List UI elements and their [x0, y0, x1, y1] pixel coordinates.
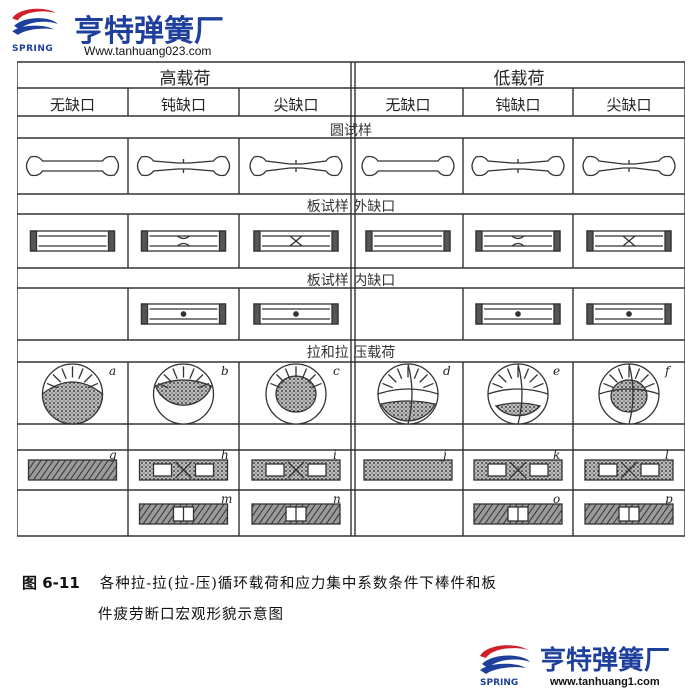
fracture-surface — [265, 363, 327, 425]
round-specimen — [25, 155, 120, 177]
fracture-surface — [598, 363, 660, 425]
round-specimen — [582, 155, 676, 177]
notch-type: 钝缺口 — [495, 96, 541, 114]
plate-specimen-inner — [253, 303, 339, 325]
panel-letter: j — [443, 448, 447, 462]
figure-caption: 图 6-11 各种拉-拉(拉-压)循环载荷和应力集中系数条件下棒件和板 件疲劳断… — [22, 572, 692, 624]
notch-type: 钝缺口 — [160, 96, 206, 114]
panel-letter: e — [553, 364, 561, 378]
panel-letter: i — [333, 448, 337, 462]
fracture-surface — [487, 363, 549, 425]
panel-letter: l — [665, 448, 669, 462]
fracture-section — [138, 503, 229, 525]
spring-logo-icon — [12, 8, 58, 35]
panel-letter: c — [333, 364, 340, 378]
panel-letter: k — [553, 448, 561, 462]
plate-specimen-outer — [475, 230, 561, 252]
panel-letter: n — [333, 492, 341, 506]
fracture-surface — [41, 363, 104, 425]
plate-specimen-outer — [586, 230, 672, 252]
fracture-section — [251, 459, 341, 481]
panel-letter: g — [109, 448, 117, 462]
notch-type: 尖缺口 — [606, 96, 652, 114]
plate-specimen-outer — [365, 230, 451, 252]
plate-specimen-outer — [253, 230, 339, 252]
brand-name-bottom: 亨特弹簧厂 — [540, 646, 671, 676]
fatigue-fracture-figure: 高载荷 低载荷 无缺口 钝缺口 尖缺口 无缺口 钝缺口 尖缺口 圆试样 板试样 … — [17, 58, 685, 548]
fracture-section — [584, 503, 674, 525]
panel-letter: o — [553, 492, 561, 506]
panel-letter: a — [109, 364, 117, 378]
panel-letter: m — [221, 492, 233, 506]
brand-name-top: 亨特弹簧厂 — [74, 14, 224, 49]
fracture-surface — [152, 363, 215, 425]
brand-tag-top: SPRING — [12, 44, 54, 54]
panel-letter: p — [665, 492, 673, 506]
brand-tag-bottom: SPRING — [480, 678, 519, 688]
brand-url-bottom: www.tanhuang1.com — [550, 676, 660, 688]
group-header-low: 低载荷 — [493, 69, 545, 89]
fracture-section — [473, 459, 563, 481]
plate-specimen-inner — [475, 303, 561, 325]
brand-url-top: Www.tanhuang023.com — [84, 44, 212, 58]
round-specimen — [136, 155, 231, 177]
row-label-round: 圆试样 — [330, 123, 372, 139]
fracture-section — [473, 503, 563, 525]
notch-type: 尖缺口 — [273, 96, 319, 114]
fracture-surface — [377, 363, 439, 425]
round-specimen — [361, 155, 455, 177]
fracture-section — [584, 459, 674, 481]
notch-type: 无缺口 — [49, 96, 95, 114]
plate-specimen-outer — [29, 230, 116, 252]
plate-specimen-inner — [586, 303, 672, 325]
figure-number: 图 6-11 — [22, 574, 80, 592]
fracture-section — [27, 459, 118, 481]
group-header-high: 高载荷 — [159, 69, 211, 89]
spring-logo-icon — [480, 645, 530, 674]
figure-drawing — [17, 61, 685, 537]
notch-type: 无缺口 — [385, 96, 431, 114]
round-specimen — [471, 155, 565, 177]
round-specimen — [249, 155, 343, 177]
panel-letter: b — [221, 364, 229, 378]
row-label-plate-outer: 板试样 外缺口 — [306, 199, 396, 215]
plate-specimen-outer — [140, 230, 227, 252]
plate-specimen-inner — [140, 303, 227, 325]
caption-line-2: 件疲劳断口宏观形貌示意图 — [98, 607, 284, 623]
fracture-section — [251, 503, 341, 525]
panel-letter: d — [443, 364, 451, 378]
panel-letter: f — [665, 364, 670, 378]
row-label-plate-inner: 板试样 内缺口 — [306, 273, 396, 289]
caption-line-1: 各种拉-拉(拉-压)循环载荷和应力集中系数条件下棒件和板 — [99, 576, 497, 592]
fracture-section — [363, 459, 453, 481]
panel-letter: h — [221, 448, 229, 462]
fracture-section — [138, 459, 229, 481]
row-label-load: 拉和拉 压载荷 — [306, 345, 396, 361]
